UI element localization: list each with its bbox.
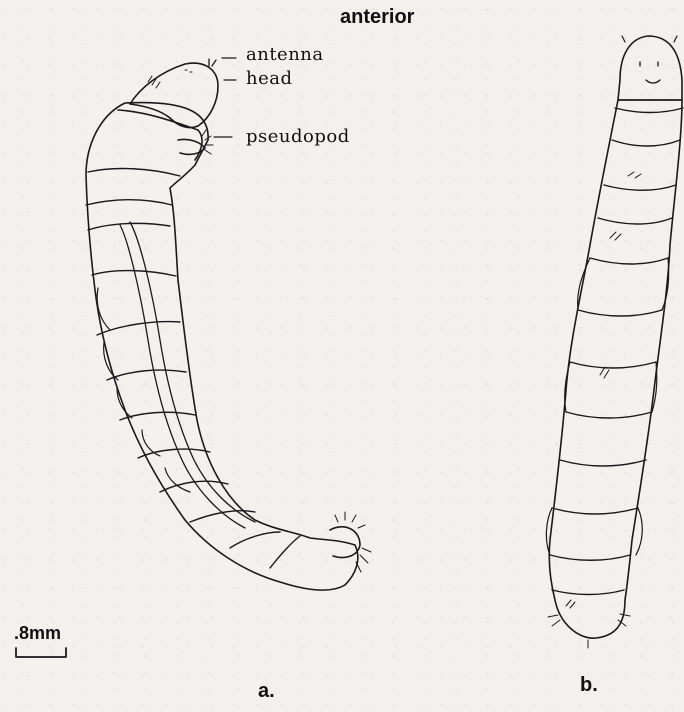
larva-a-body-outline — [86, 103, 358, 591]
larva-b-body-outline — [549, 100, 682, 638]
scale-bar-label: .8mm — [14, 624, 61, 642]
antenna-label: antenna — [246, 46, 324, 64]
larva-b-body-marks — [566, 172, 641, 608]
larva-b-antenna — [622, 36, 677, 42]
larva-b-tail-bristles — [548, 614, 630, 648]
larva-a-ventral-tube — [120, 222, 255, 528]
panel-a-label: a. — [258, 682, 275, 700]
larva-a-lateral-lobes — [97, 288, 190, 492]
larva-a-prothorax — [118, 110, 202, 160]
head-label: head — [246, 70, 293, 88]
larva-b-head — [618, 36, 682, 100]
panel-b-label: b. — [580, 676, 598, 694]
larva-a-antenna — [209, 59, 216, 66]
larva-a-head — [130, 63, 218, 127]
larva-a-segments — [86, 169, 300, 568]
anterior-label: anterior — [340, 8, 414, 26]
scale-bar — [16, 648, 66, 657]
pseudopod-label: pseudopod — [246, 128, 350, 146]
larva-b — [546, 36, 683, 648]
larva-b-eyes — [640, 62, 660, 83]
